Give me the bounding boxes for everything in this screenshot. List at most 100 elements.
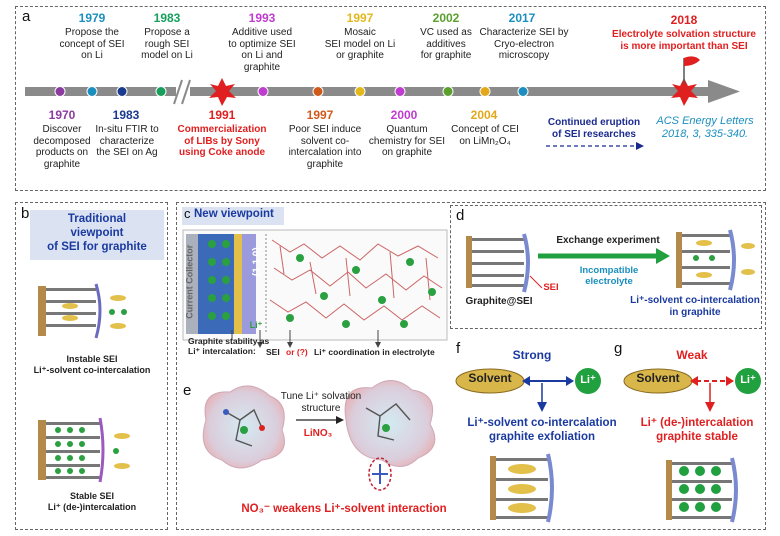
timeline-bar (25, 87, 710, 96)
li-label-f: Li⁺ (580, 374, 596, 386)
timeline-arrowhead (708, 80, 740, 103)
timeline-dot-2000 (394, 86, 406, 97)
event-2000: Quantum chemistry for SEI on graphite (368, 124, 446, 158)
event-1997-top: Mosaic SEI model on Li or graphite (324, 27, 396, 61)
nitrate-highlight (368, 457, 392, 491)
year-1997-top: 1997 (346, 11, 374, 25)
year-2004: 2004 (470, 108, 498, 122)
year-1970: 1970 (48, 108, 76, 122)
panel-d-right-caption: Li⁺-solvent co-intercalation in graphite (630, 295, 760, 318)
panel-d (450, 205, 762, 329)
graphite-exfoliation-icon (490, 453, 554, 523)
panel-c-title-bg (182, 207, 284, 225)
panel-b-title: Traditional viewpoint of SEI for graphit… (30, 210, 164, 260)
timeline-burst-2018 (671, 78, 698, 106)
event-1970: Discover decomposed products on graphite (33, 124, 91, 170)
panel-f-label: f (456, 340, 461, 357)
li-circle-f (575, 368, 601, 394)
event-1983-bottom: In-situ FTIR to characterize the SEI on … (95, 124, 159, 158)
year-2018: 2018 (670, 13, 698, 27)
exchange-label: Exchange experiment (556, 235, 660, 246)
year-1991: 1991 (208, 108, 236, 122)
panel-d-label: d (456, 207, 465, 224)
electrolyte-network (269, 239, 443, 321)
panel-a-label: a (22, 8, 31, 25)
timeline-dot-1993 (257, 86, 269, 97)
panel-b-top-caption: Instable SEI Li⁺-solvent co-intercalatio… (33, 354, 151, 375)
graphite-cointercalation-icon (676, 229, 755, 291)
event-2004: Concept of CEI on LiMn₂O₄ (451, 124, 519, 147)
event-1979: Propose the concept of SEI on Li (59, 27, 125, 61)
timeline-dot-2017 (517, 86, 529, 97)
panel-g-caption: Li⁺ (de-)intercalation graphite stable (640, 417, 754, 443)
solvent-label-f: Solvent (468, 371, 512, 385)
graphite-stable-icon (38, 417, 130, 483)
eruption-text: Continued eruption of SEI researches (547, 117, 641, 140)
timeline-dot-1970 (54, 86, 66, 97)
current-collector (186, 234, 198, 334)
panel-c-e-frame (176, 202, 766, 530)
panel-b-bottom-caption: Stable SEI Li⁺ (de-)intercalation (47, 491, 137, 512)
panel-g-strength: Weak (676, 348, 708, 362)
year-1979: 1979 (78, 11, 106, 25)
event-1997-bottom: Poor SEI induce solvent co- intercalatio… (288, 124, 362, 170)
timeline-dot-2002 (442, 86, 454, 97)
panel-b (15, 202, 168, 530)
timeline-break-mark (173, 79, 191, 105)
event-1983-top: Propose a rough SEI model on Li (141, 27, 193, 61)
lino3-label: LiNO₃ (303, 428, 333, 439)
incompatible-label: Incompatible electrolyte (579, 265, 639, 287)
timeline-burst-1991 (209, 78, 236, 106)
graphite-sei-icon (466, 233, 543, 293)
timeline-dot-2004 (479, 86, 491, 97)
graphite-sei-caption: Graphite@SEI (465, 296, 533, 307)
panel-f-strength: Strong (512, 348, 552, 362)
graphite-stable-g-icon (666, 457, 738, 523)
panel-e-caption: NO₃⁻ weakens Li⁺-solvent interaction (241, 503, 447, 515)
year-2017: 2017 (508, 11, 536, 25)
solvation-cluster-after (344, 380, 436, 467)
timeline-dot-1983b (155, 86, 167, 97)
year-1993: 1993 (248, 11, 276, 25)
li-label-g: Li⁺ (740, 374, 756, 386)
panel-b-label: b (21, 205, 30, 222)
panel-c-label: c (184, 206, 191, 221)
panel-c-caption-or: or (?) (286, 347, 308, 357)
event-1991: Commercialization of LIBs by Sony using … (177, 124, 267, 158)
event-2018: Electrolyte solvation structure is more … (612, 29, 756, 52)
panel-e-label: e (183, 382, 192, 399)
electrolyte-li-ions (286, 254, 436, 328)
sei-label: SEI (543, 282, 559, 293)
timeline-dot-1979 (86, 86, 98, 97)
li-circle-g (735, 368, 761, 394)
event-1993: Additive used to optimize SEI on Li and … (228, 27, 296, 73)
panel-c-caption-mid: SEI (266, 347, 280, 357)
event-2017: Characterize SEI by Cryo-electron micros… (479, 27, 569, 61)
year-1983-bottom: 1983 (112, 108, 140, 122)
panel-a (15, 6, 766, 191)
panel-c-title: New viewpoint (194, 208, 274, 220)
solvent-label-g: Solvent (636, 371, 680, 385)
year-2002: 2002 (432, 11, 460, 25)
tune-label: Tune Li⁺ solvation structure (280, 391, 362, 414)
panel-c-li-label: Li⁺ (249, 320, 263, 330)
panel-c-caption-right: Li⁺ coordination in electrolyte (314, 347, 435, 357)
panel-g-label: g (614, 340, 623, 357)
panel-f-caption: Li⁺-solvent co-intercalation graphite ex… (467, 417, 617, 443)
year-1997-bottom: 1997 (306, 108, 334, 122)
timeline-dot-1983a (116, 86, 128, 97)
year-1983-top: 1983 (153, 11, 181, 25)
timeline-dot-1997a (312, 86, 324, 97)
graphite-instable-icon (38, 283, 127, 339)
panel-c-caption-left: Graphite stability as Li⁺ intercalation: (188, 336, 270, 356)
event-2002: VC used as additives for graphite (420, 27, 472, 61)
flag-icon (683, 56, 700, 84)
year-2000: 2000 (390, 108, 418, 122)
